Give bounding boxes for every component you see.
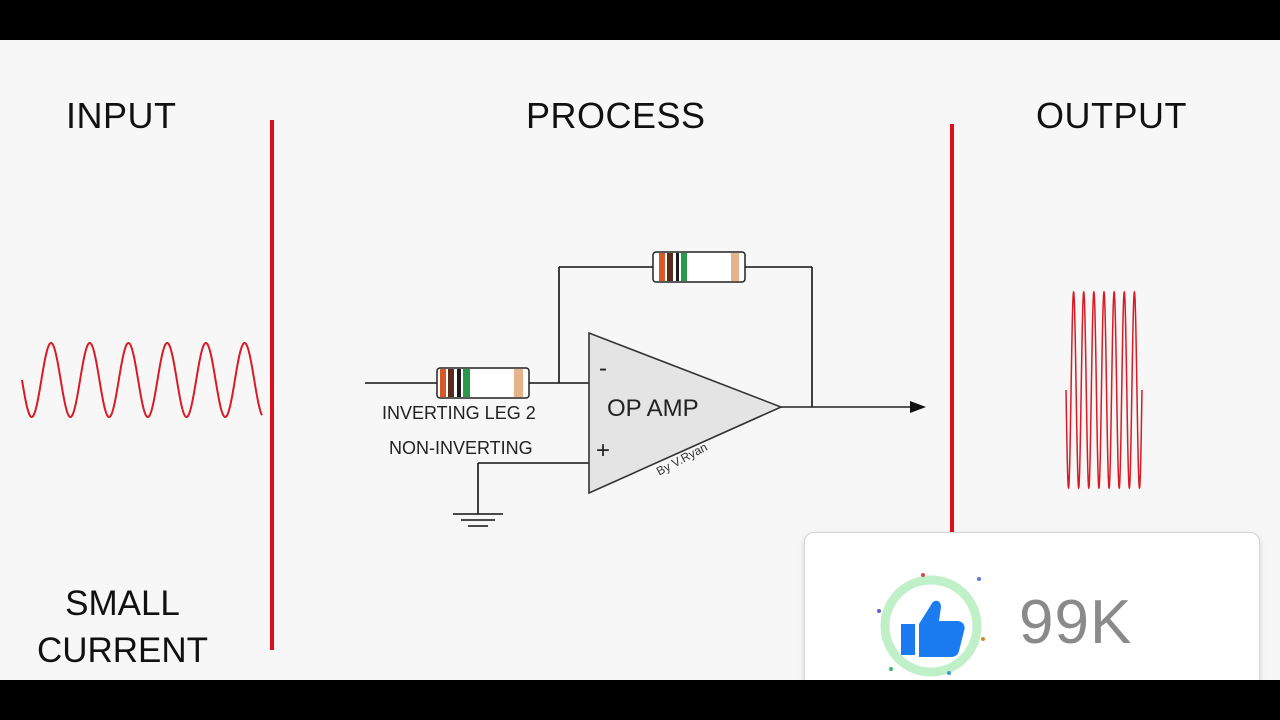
process-heading: PROCESS	[526, 95, 706, 136]
output-sine-wave	[1065, 290, 1143, 490]
like-card: 99K	[804, 532, 1260, 680]
like-count: 99K	[1019, 588, 1133, 657]
feedback-resistor	[652, 251, 746, 283]
bottom-letterbox-bar	[0, 680, 1280, 720]
output-arrow-head	[910, 401, 926, 413]
left-divider-line	[270, 120, 274, 650]
inverting-leg-label: INVERTING LEG 2	[382, 403, 536, 423]
output-heading: OUTPUT	[1036, 95, 1187, 136]
inverting-sign: -	[599, 355, 607, 382]
op-amp-triangle	[588, 331, 784, 495]
caption-line-1: SMALL	[65, 584, 180, 623]
non-inverting-label: NON-INVERTING	[389, 438, 533, 458]
wave-layer	[21, 290, 1143, 490]
caption-line-2: CURRENT	[36, 631, 209, 670]
ground-symbol	[453, 513, 503, 527]
input-resistor	[436, 367, 530, 399]
slide-canvas: INPUT PROCESS OUTPUT SMALL CURRENT	[0, 40, 1280, 680]
right-divider-line	[950, 124, 954, 534]
op-amp-label: OP AMP	[607, 395, 699, 422]
op-amp-circuit	[365, 251, 926, 527]
like-button[interactable]	[871, 569, 991, 679]
small-current-caption: SMALL CURRENT	[20, 580, 225, 674]
top-letterbox-bar	[0, 0, 1280, 40]
input-sine-wave	[21, 341, 263, 419]
thumbs-up-icon	[877, 573, 985, 677]
non-inverting-sign: +	[596, 437, 611, 464]
input-heading: INPUT	[66, 95, 177, 136]
